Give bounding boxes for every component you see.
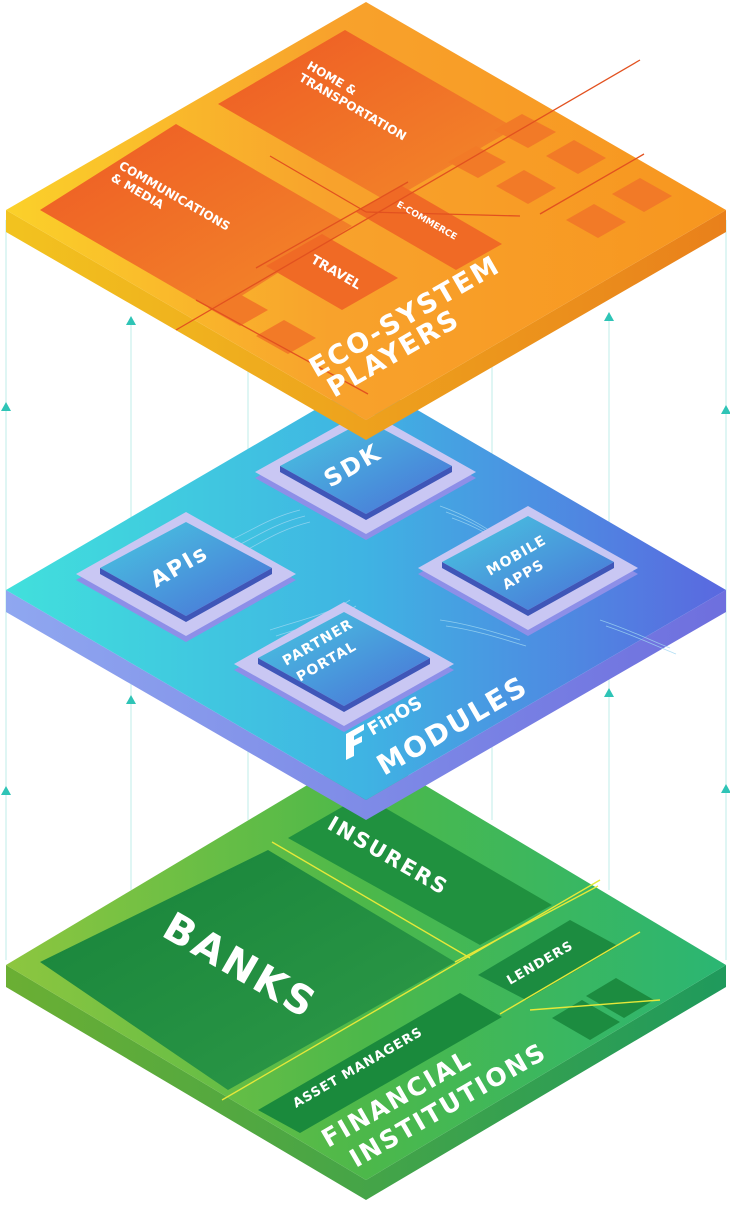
apis-chip: APIs (76, 512, 296, 642)
sdk-chip: SDK (255, 410, 476, 540)
banks-block (40, 850, 455, 1090)
insurers-block (288, 795, 552, 945)
ecommerce-block (356, 186, 502, 270)
arrow-up-icon (604, 688, 614, 697)
asset-managers-block (258, 993, 502, 1133)
finos-logo-icon (346, 724, 364, 760)
small-block (566, 204, 626, 238)
small-block (256, 320, 316, 354)
travel-block (266, 234, 398, 310)
arrow-up-icon (604, 312, 614, 321)
arrow-up-icon (1, 402, 11, 411)
small-block (448, 146, 506, 178)
mobile-apps-chip: MOBILE APPS (418, 506, 638, 636)
arrow-up-icon (721, 405, 730, 414)
arrow-up-icon (721, 784, 730, 793)
small-block (208, 292, 268, 326)
arrow-up-icon (1, 786, 11, 795)
ecosystem-players-layer: HOME & TRANSPORTATION COMMUNICATIONS & M… (6, 2, 726, 440)
small-block (546, 140, 606, 174)
arrow-up-icon (126, 695, 136, 704)
financial-institutions-layer: BANKS INSURERS LENDERS ASSET MANAGERS FI… (6, 750, 726, 1200)
arrow-heads (1, 312, 730, 977)
lenders-block (478, 920, 618, 1000)
small-block (496, 170, 556, 204)
finos-modules-layer: SDK APIs MOBILE APPS PARTNER PORTAL (6, 380, 726, 820)
small-block (552, 1000, 620, 1040)
arrow-up-icon (126, 316, 136, 325)
small-block (586, 978, 654, 1018)
small-block (612, 178, 672, 212)
partner-portal-chip: PARTNER PORTAL (234, 602, 454, 732)
home-transportation-block (218, 30, 515, 202)
small-block (494, 114, 556, 148)
